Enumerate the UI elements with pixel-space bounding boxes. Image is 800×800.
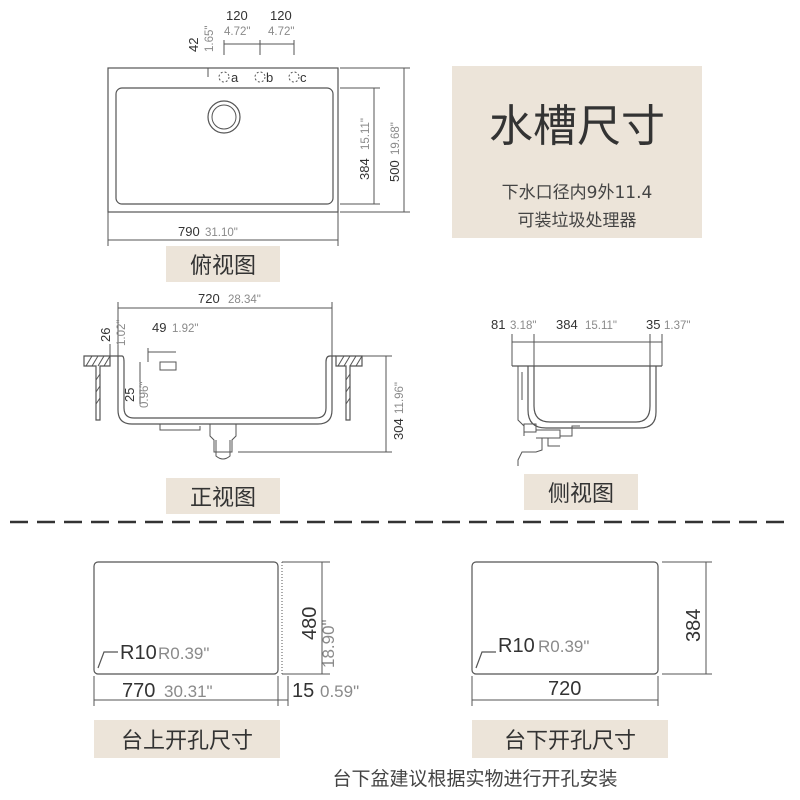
page-title: 水槽尺寸 bbox=[489, 101, 665, 152]
undermount-radius: R10 bbox=[498, 635, 535, 657]
hole-c-label: c bbox=[300, 70, 307, 85]
front-rim: 26 bbox=[98, 328, 113, 342]
overmount-height: 480 bbox=[299, 607, 321, 640]
note-drain: 下水口径内9外11.4 bbox=[501, 183, 653, 203]
label-side-view: 侧视图 bbox=[524, 474, 638, 510]
side-bowl: 384 bbox=[556, 317, 578, 332]
side-right: 35 bbox=[646, 317, 660, 332]
side-bowl-in: 15.11" bbox=[585, 320, 617, 332]
overmount-radius: R10 bbox=[120, 642, 157, 664]
side-left: 81 bbox=[491, 317, 505, 332]
top-spacing-a-in: 4.72" bbox=[224, 26, 250, 38]
top-width: 790 bbox=[178, 224, 200, 239]
top-depth-in: 19.68" bbox=[390, 122, 402, 155]
label-front-view: 正视图 bbox=[166, 478, 280, 514]
overmount-radius-in: R0.39" bbox=[158, 644, 209, 663]
overmount-width: 770 bbox=[122, 680, 155, 702]
front-overflow: 49 bbox=[152, 320, 166, 335]
overmount-drawing bbox=[93, 561, 330, 706]
front-rim-in: 1.02" bbox=[116, 320, 128, 346]
side-right-in: 1.37" bbox=[664, 320, 690, 332]
undermount-drawing bbox=[471, 561, 712, 706]
front-view-drawing bbox=[83, 302, 392, 460]
hole-b-label: b bbox=[266, 70, 273, 85]
hole-a-label: a bbox=[231, 70, 239, 85]
title-panel: 水槽尺寸 下水口径内9外11.4 可装垃圾处理器 bbox=[452, 66, 702, 238]
top-spacing-b-in: 4.72" bbox=[268, 26, 294, 38]
label-overmount-cutout: 台上开孔尺寸 bbox=[94, 720, 280, 758]
overmount-gap: 15 bbox=[292, 680, 314, 702]
note-disposer: 可装垃圾处理器 bbox=[517, 211, 637, 231]
undermount-height: 384 bbox=[683, 609, 705, 642]
top-depth: 500 bbox=[387, 160, 402, 182]
top-bowl-depth: 384 bbox=[357, 158, 372, 180]
label-undermount-cutout: 台下开孔尺寸 bbox=[472, 720, 668, 758]
front-width-in: 28.34" bbox=[228, 294, 261, 306]
front-overflow-h: 25 bbox=[122, 388, 137, 402]
top-spacing-b: 120 bbox=[270, 8, 292, 23]
label-top-view: 俯视图 bbox=[166, 246, 280, 282]
front-height-in: 11.96" bbox=[394, 382, 406, 414]
side-view-drawing bbox=[511, 334, 663, 466]
top-spacing-a: 120 bbox=[226, 8, 248, 23]
front-overflow-in: 1.92" bbox=[172, 323, 198, 335]
overmount-gap-in: 0.59" bbox=[320, 682, 359, 701]
top-width-in: 31.10" bbox=[205, 227, 238, 239]
front-overflow-h-in: 0.96" bbox=[139, 382, 151, 408]
footnote: 台下盆建议根据实物进行开孔安装 bbox=[332, 768, 618, 790]
top-bowl-depth-in: 15.11" bbox=[360, 118, 372, 150]
top-offset: 42 bbox=[186, 38, 201, 52]
side-left-in: 3.18" bbox=[510, 320, 536, 332]
undermount-width: 720 bbox=[548, 678, 581, 700]
undermount-radius-in: R0.39" bbox=[538, 637, 589, 656]
front-width: 720 bbox=[198, 291, 220, 306]
overmount-width-in: 30.31" bbox=[164, 682, 213, 701]
front-height: 304 bbox=[391, 418, 406, 440]
top-view-drawing bbox=[107, 40, 410, 246]
overmount-height-in: 18.90" bbox=[319, 619, 338, 668]
top-offset-in: 1.65" bbox=[204, 26, 216, 52]
